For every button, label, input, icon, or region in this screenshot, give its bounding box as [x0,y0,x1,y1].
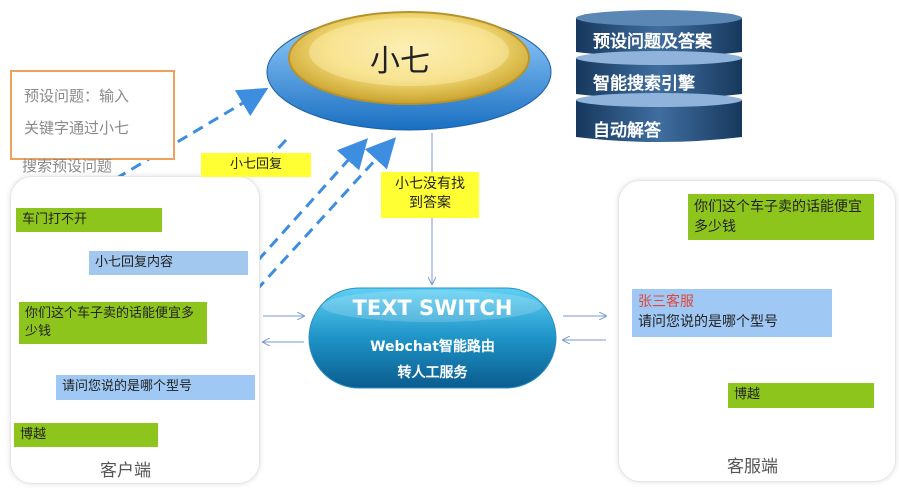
agent-panel-label: 客服端 [727,457,778,477]
switch-line-2: 转人工服务 [397,365,468,381]
db-layer-label-3: 自动解答 [593,121,661,141]
disc-label: 小七 [370,44,430,79]
client-panel-label: 客户端 [100,461,151,481]
preset-question-note: 预设问题：输入 关键字通过小七 [10,70,175,160]
client-msg-2: 小七回复内容 [89,251,248,275]
agent-reply-box: 张三客服 请问您说的是哪个型号 [632,289,832,337]
agent-msg-1: 你们这个车子卖的话能便宜多少钱 [688,194,874,240]
note-line-3: 搜索预设问题 [22,157,113,175]
db-layer-label-2: 智能搜索引擎 [593,74,695,94]
db-stack-shape [576,10,742,142]
text-switch-shape [308,287,557,389]
not-found-line-2: 到答案 [409,195,451,211]
not-found-tag: 小七没有找 到答案 [381,172,479,218]
agent-name: 张三客服 [638,294,694,310]
agent-reply-text: 请问您说的是哪个型号 [638,314,778,330]
client-msg-3: 你们这个车子卖的话能便宜多少钱 [19,302,207,344]
note-line-1: 预设问题：输入 [24,87,130,105]
xiaoqi-reply-tag: 小七回复 [201,153,311,177]
note-line-2: 关键字通过小七 [24,119,130,137]
agent-msg-2: 博越 [728,383,874,408]
switch-title: TEXT SWITCH [352,296,513,320]
client-msg-1: 车门打不开 [16,208,162,232]
dashed-arrow-client-to-disc-2 [232,138,369,289]
center-disc-shape [266,11,552,131]
switch-line-1: Webchat智能路由 [370,339,495,355]
not-found-line-1: 小七没有找 [395,176,465,192]
db-layer-label-1: 预设问题及答案 [593,32,712,52]
client-msg-5: 博越 [14,423,158,447]
client-msg-4: 请问您说的是哪个型号 [56,375,255,400]
